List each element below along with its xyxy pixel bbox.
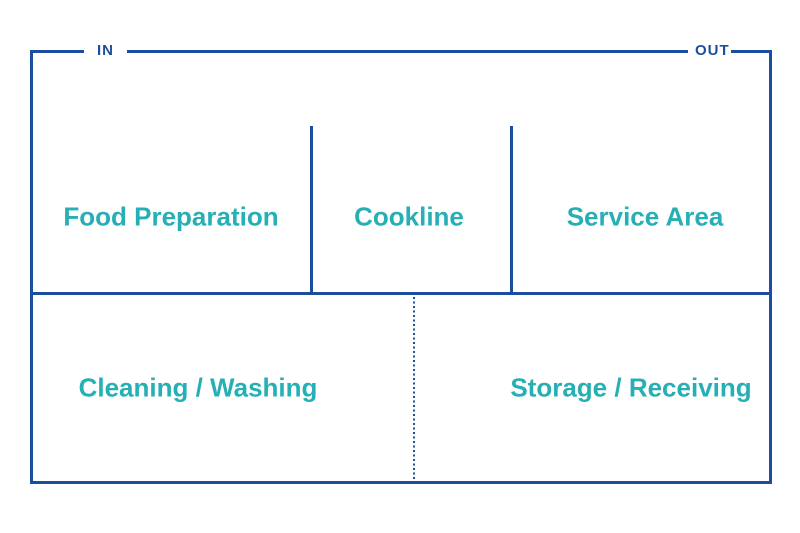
region-label-cookline: Cookline: [354, 201, 464, 232]
flow-in-label: IN: [84, 42, 127, 60]
wall-foodprep-cookline: [310, 126, 313, 295]
flow-out-label: OUT: [688, 42, 731, 60]
region-label-food-preparation: Food Preparation: [63, 201, 279, 232]
wall-horizontal-divider: [30, 292, 772, 295]
region-label-storage-receiving: Storage / Receiving: [510, 372, 752, 403]
outer-wall: [30, 50, 772, 484]
region-label-service-area: Service Area: [566, 201, 724, 232]
wall-cookline-service: [510, 126, 513, 295]
region-label-cleaning-washing: Cleaning / Washing: [78, 372, 318, 403]
dotted-divider-cleaning-storage: [413, 297, 415, 484]
